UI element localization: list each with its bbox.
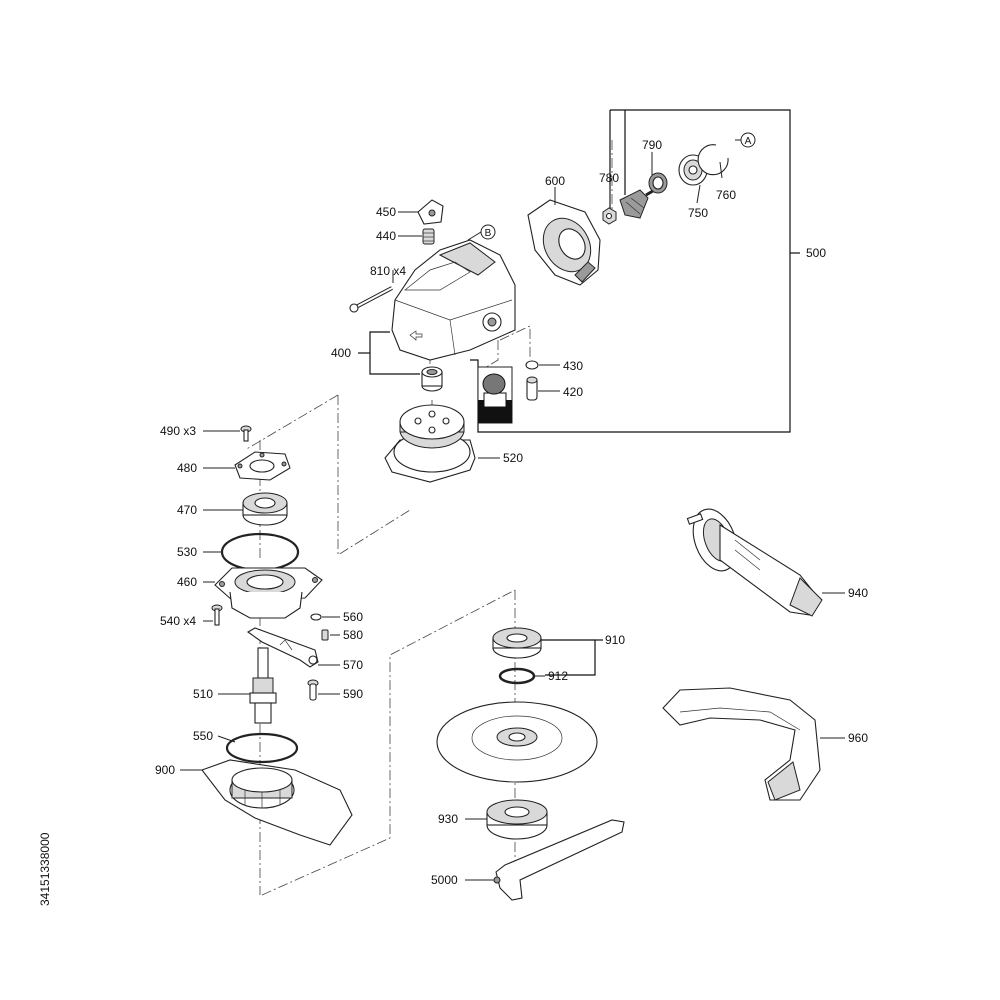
part-480-plate	[234, 451, 291, 481]
part-940-handle	[686, 508, 823, 617]
callout-900: 900	[155, 763, 175, 777]
part-430-ring	[525, 360, 539, 370]
part-450-clip	[417, 199, 444, 225]
callout-570: 570	[343, 658, 363, 672]
document-id: 34151338000	[38, 832, 52, 906]
marker-a-label: A	[745, 136, 752, 147]
callout-750: 750	[688, 206, 708, 220]
part-930-nut	[486, 799, 548, 840]
callout-580: 580	[343, 628, 363, 642]
callout-912: 912	[548, 669, 568, 683]
callout-960: 960	[848, 731, 868, 745]
callout-labels: 450 440 810 x4 400 600 780 790 750 760 5…	[155, 138, 868, 887]
callout-450: 450	[376, 205, 396, 219]
part-960-guard	[662, 687, 821, 801]
part-600-flange	[527, 199, 601, 286]
callout-760: 760	[716, 188, 736, 202]
part-790-bearing	[648, 172, 668, 194]
part-780-pinion	[619, 186, 659, 219]
part-510-spindle	[249, 647, 277, 724]
callout-520: 520	[503, 451, 523, 465]
callout-430: 430	[563, 359, 583, 373]
part-590-pin	[307, 679, 319, 701]
part-520-gear	[384, 404, 476, 483]
part-810-screw	[349, 286, 393, 313]
part-910-flange	[492, 627, 542, 659]
callout-510: 510	[193, 687, 213, 701]
part-780-nut	[602, 207, 617, 225]
marker-b-label: B	[485, 228, 492, 239]
callout-780: 780	[599, 171, 619, 185]
callout-470: 470	[177, 503, 197, 517]
part-900-guard	[201, 759, 353, 846]
callout-540: 540 x4	[160, 614, 196, 628]
callout-480: 480	[177, 461, 197, 475]
part-580-spring	[321, 629, 329, 641]
part-400-gear-housing	[391, 239, 516, 361]
part-440-spring	[422, 228, 435, 245]
part-750-bearing	[678, 154, 708, 186]
callout-810: 810 x4	[370, 264, 406, 278]
part-570-lever	[246, 627, 319, 668]
part-400-bearing	[421, 366, 443, 392]
callout-420: 420	[563, 385, 583, 399]
part-490-screw	[240, 425, 252, 442]
part-540-screw	[211, 604, 223, 626]
bracket-400	[358, 331, 420, 375]
part-disc	[436, 701, 598, 783]
callout-930: 930	[438, 812, 458, 826]
callout-400: 400	[331, 346, 351, 360]
part-470-bearing	[242, 492, 288, 526]
grease-warning-box	[477, 366, 513, 424]
part-420-pin	[526, 376, 538, 401]
callout-440: 440	[376, 229, 396, 243]
callout-940: 940	[848, 586, 868, 600]
callout-590: 590	[343, 687, 363, 701]
callout-500: 500	[806, 246, 826, 260]
callout-490: 490 x3	[160, 424, 196, 438]
callout-790: 790	[642, 138, 662, 152]
callout-550: 550	[193, 729, 213, 743]
bracket-500	[470, 109, 800, 433]
callout-600: 600	[545, 174, 565, 188]
part-912-oring	[498, 667, 536, 685]
part-760-circlip	[697, 144, 729, 176]
callout-560: 560	[343, 610, 363, 624]
part-550-oring	[225, 732, 299, 764]
leader-lines	[180, 139, 845, 881]
marker-a: A	[740, 132, 756, 148]
marker-b: B	[467, 224, 496, 241]
part-460-bearing-flange	[214, 567, 323, 619]
callout-530: 530	[177, 545, 197, 559]
callout-5000: 5000	[431, 873, 458, 887]
callout-460: 460	[177, 575, 197, 589]
callout-910: 910	[605, 633, 625, 647]
bracket-910	[540, 639, 603, 676]
part-560-washer	[310, 613, 322, 621]
